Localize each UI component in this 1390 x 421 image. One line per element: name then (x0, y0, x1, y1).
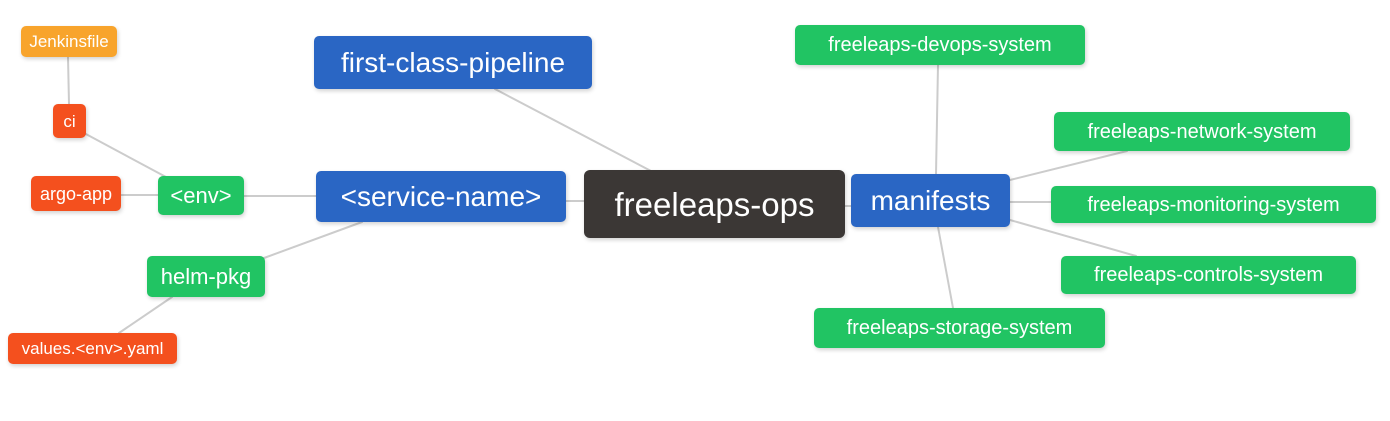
edge-jenkinsfile-ci (67, 56, 70, 105)
node-first-class-pipeline[interactable]: first-class-pipeline (314, 36, 592, 89)
node-monitoring-system[interactable]: freeleaps-monitoring-system (1051, 186, 1376, 223)
node-helm-pkg[interactable]: helm-pkg (147, 256, 265, 297)
node-storage-system[interactable]: freeleaps-storage-system (814, 308, 1105, 348)
node-freeleaps-ops[interactable]: freeleaps-ops (584, 170, 845, 238)
node-devops-system[interactable]: freeleaps-devops-system (795, 25, 1085, 65)
edge-manifests-network (1009, 150, 1128, 181)
node-network-system[interactable]: freeleaps-network-system (1054, 112, 1350, 151)
node-controls-system[interactable]: freeleaps-controls-system (1061, 256, 1356, 294)
edge-pipeline-ops (494, 88, 652, 172)
node-argo-app[interactable]: argo-app (31, 176, 121, 211)
node-ci[interactable]: ci (53, 104, 86, 138)
node-values-env-yaml[interactable]: values.<env>.yaml (8, 333, 177, 364)
node-manifests[interactable]: manifests (851, 174, 1010, 227)
node-env[interactable]: <env> (158, 176, 244, 215)
edge-manifests-devops (935, 64, 939, 175)
node-service-name[interactable]: <service-name> (316, 171, 566, 222)
node-jenkinsfile[interactable]: Jenkinsfile (21, 26, 117, 57)
edge-manifests-storage (937, 226, 954, 309)
edge-manifests-controls (1009, 219, 1137, 257)
edge-helm-pkg-values (118, 296, 173, 334)
edge-service-name-helm-pkg (263, 221, 363, 259)
edge-ci-env (83, 132, 167, 178)
